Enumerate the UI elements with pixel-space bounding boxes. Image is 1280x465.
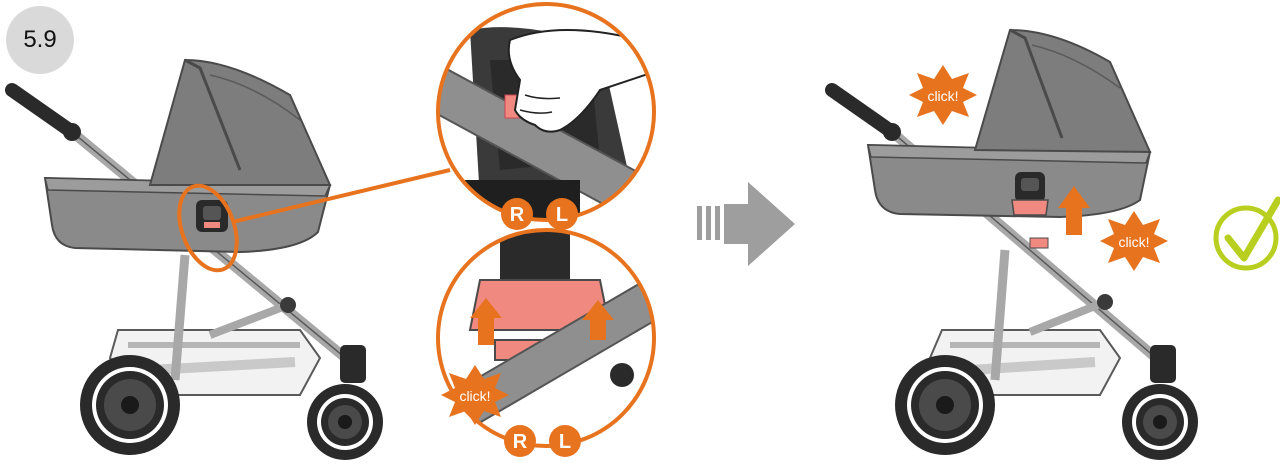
detail-highlight-ring [177, 183, 239, 273]
zoom-detail-click [436, 228, 656, 448]
step-number: 5.9 [23, 26, 57, 53]
rear-wheel [80, 355, 180, 455]
up-arrow-icon [470, 298, 502, 345]
carrycot [866, 28, 1152, 249]
next-arrow-icon [697, 182, 795, 266]
stroller-right [825, 28, 1198, 460]
side-label-right: R [513, 431, 528, 453]
click-label: click! [927, 88, 958, 104]
zoom-detail-press [436, 2, 656, 222]
side-label-right: R [510, 204, 525, 226]
step-number-badge: 5.9 [6, 6, 74, 74]
rear-wheel [895, 355, 995, 455]
stroller-left [5, 58, 383, 460]
carrycot [43, 58, 332, 254]
hand-illustration [507, 29, 654, 133]
side-label-left: L [556, 204, 568, 226]
side-label-left: L [559, 431, 571, 453]
click-label: click! [1118, 234, 1149, 250]
zoom-connector [231, 168, 451, 224]
side-markers-bottom [504, 425, 581, 457]
up-arrow-icon [582, 300, 614, 340]
click-label: click! [459, 388, 490, 404]
up-arrow-icon [1058, 186, 1090, 235]
side-markers-top [501, 198, 578, 230]
checkmark-icon [1213, 196, 1280, 271]
front-wheel [1122, 384, 1198, 460]
front-wheel [307, 384, 383, 460]
